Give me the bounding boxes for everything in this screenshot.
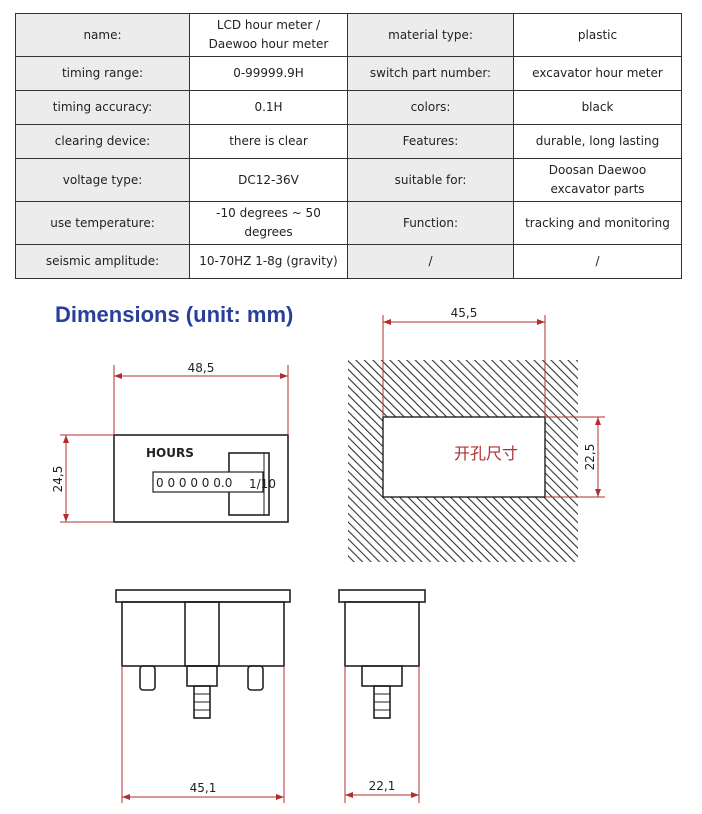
end-width-label: 22,1 [369,779,396,793]
spec-key: Features: [347,124,514,159]
spec-row: seismic amplitude:10-70HZ 1-8g (gravity)… [15,244,682,279]
cutout-height-label: 22,5 [583,444,597,471]
spec-key: Function: [347,201,514,245]
cutout-label: 开孔尺寸 [454,444,518,463]
spec-value: 10-70HZ 1-8g (gravity) [189,244,348,279]
hours-label: HOURS [146,446,194,460]
front-height-label: 24,5 [51,466,65,493]
spec-value: plastic [513,13,682,57]
front-view: HOURS 0 0 0 0 0 0.0 1/10 48,5 24,5 [51,361,289,523]
spec-value: Doosan Daewoo excavator parts [513,158,682,202]
counter-digits: 0 0 0 0 0 0.0 [156,476,232,490]
spec-value: there is clear [189,124,348,159]
spec-key: / [347,244,514,279]
cutout-width-label: 45,5 [451,306,478,320]
spec-key: timing accuracy: [15,90,190,125]
spec-key: use temperature: [15,201,190,245]
spec-key: suitable for: [347,158,514,202]
spec-value: / [513,244,682,279]
spec-value: black [513,90,682,125]
spec-key: material type: [347,13,514,57]
spec-value: LCD hour meter / Daewoo hour meter [189,13,348,57]
front-width-label: 48,5 [188,361,215,375]
side-view: 45,1 [115,589,291,803]
spec-key: colors: [347,90,514,125]
spec-value: durable, long lasting [513,124,682,159]
side-width-label: 45,1 [190,781,217,795]
cutout-view: 开孔尺寸 45,5 22,5 [348,306,605,562]
spec-value: 0-99999.9H [189,56,348,91]
spec-value: excavator hour meter [513,56,682,91]
spec-value: DC12-36V [189,158,348,202]
spec-key: switch part number: [347,56,514,91]
spec-value: tracking and monitoring [513,201,682,245]
end-view: 22,1 [338,589,426,803]
spec-value: 0.1H [189,90,348,125]
spec-key: voltage type: [15,158,190,202]
spec-value: -10 degrees ~ 50 degrees [189,201,348,245]
spec-key: timing range: [15,56,190,91]
dimension-drawing: Dimensions (unit: mm) HOURS 0 0 0 0 0 0.… [51,302,605,803]
spec-row: use temperature:-10 degrees ~ 50 degrees… [15,201,682,245]
spec-key: name: [15,13,190,57]
spec-key: seismic amplitude: [15,244,190,279]
drawing-title: Dimensions (unit: mm) [55,302,293,327]
spec-key: clearing device: [15,124,190,159]
counter-unit: 1/10 [249,477,276,491]
